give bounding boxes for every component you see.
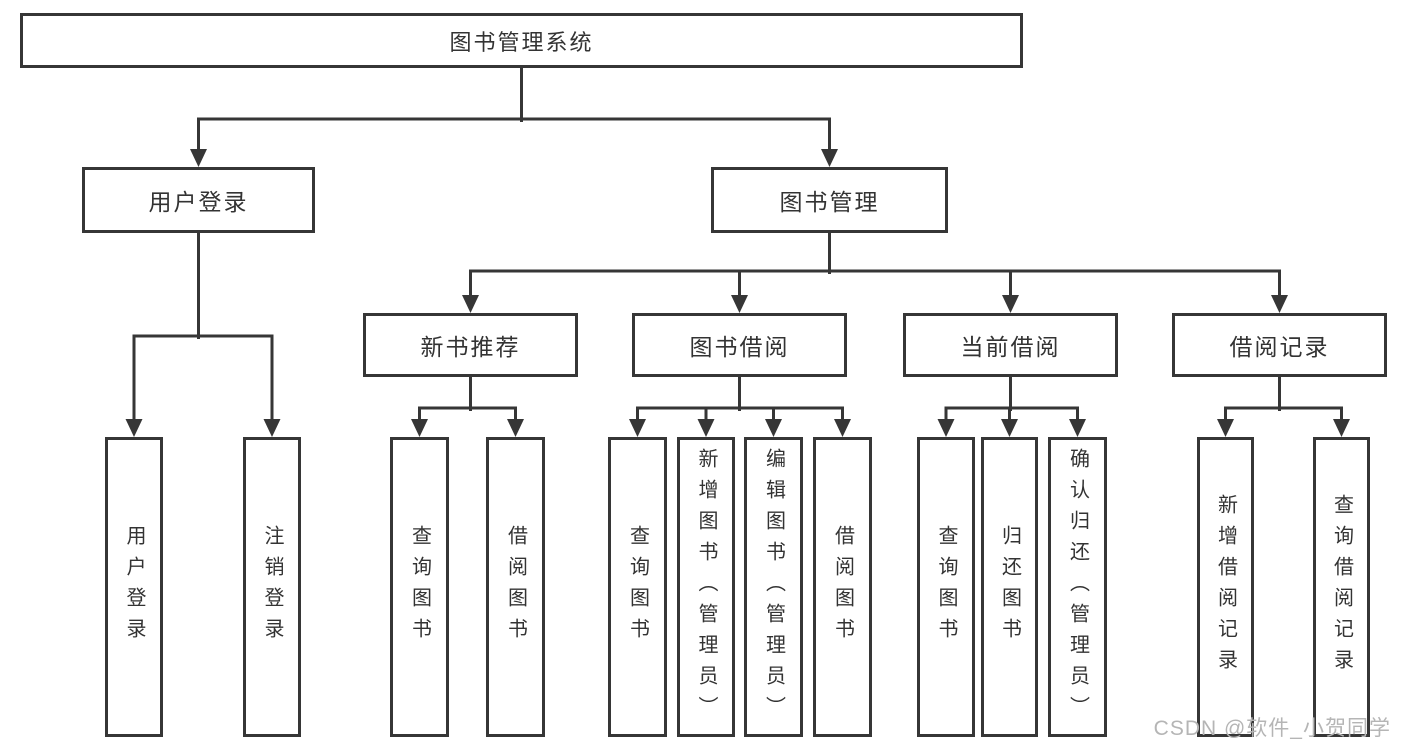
leaf-query-books-1-label: 查询图书	[408, 525, 431, 649]
node-book-management-label: 图书管理	[779, 189, 880, 215]
leaf-query-books-2-label: 查询图书	[626, 525, 649, 649]
leaf-add-books-admin-label: 新增图书（管理员）	[695, 447, 717, 727]
leaf-borrow-books-2-label: 借阅图书	[831, 525, 854, 649]
leaf-borrow-books-2: 借阅图书	[813, 437, 872, 737]
node-user-login: 用户登录	[82, 167, 315, 233]
leaf-query-borrow-record: 查询借阅记录	[1313, 437, 1370, 737]
leaf-query-books-3: 查询图书	[917, 437, 975, 737]
leaf-return-books: 归还图书	[981, 437, 1038, 737]
leaf-add-books-admin: 新增图书（管理员）	[677, 437, 735, 737]
leaf-query-books-1: 查询图书	[390, 437, 449, 737]
leaf-add-borrow-record: 新增借阅记录	[1197, 437, 1254, 737]
node-current-borrowing: 当前借阅	[903, 313, 1118, 377]
node-user-login-label: 用户登录	[148, 189, 249, 215]
leaf-confirm-return-admin: 确认归还（管理员）	[1048, 437, 1107, 737]
leaf-borrow-books-1: 借阅图书	[486, 437, 545, 737]
node-root-system: 图书管理系统	[20, 13, 1023, 68]
arrowheads	[125, 149, 1350, 437]
node-current-borrowing-label: 当前借阅	[960, 334, 1061, 360]
leaf-query-borrow-record-label: 查询借阅记录	[1330, 494, 1353, 680]
leaf-query-books-3-label: 查询图书	[935, 525, 957, 649]
leaf-logout-label: 注销登录	[261, 525, 283, 649]
leaf-add-borrow-record-label: 新增借阅记录	[1214, 494, 1237, 680]
leaf-logout: 注销登录	[243, 437, 301, 737]
node-root-label: 图书管理系统	[449, 29, 594, 55]
csdn-watermark: CSDN @软件_小贺同学	[1153, 717, 1391, 740]
node-borrowing-records: 借阅记录	[1172, 313, 1387, 377]
leaf-borrow-books-1-label: 借阅图书	[504, 525, 527, 649]
leaf-confirm-return-admin-label: 确认归还（管理员）	[1066, 447, 1089, 727]
node-book-management: 图书管理	[711, 167, 948, 233]
leaf-user-login-label: 用户登录	[123, 525, 145, 649]
node-new-book-recommend-label: 新书推荐	[420, 334, 521, 360]
node-borrowing-records-label: 借阅记录	[1229, 334, 1330, 360]
leaf-return-books-label: 归还图书	[998, 525, 1021, 649]
leaf-query-books-2: 查询图书	[608, 437, 667, 737]
node-new-book-recommend: 新书推荐	[363, 313, 578, 377]
node-book-borrowing: 图书借阅	[632, 313, 847, 377]
leaf-edit-books-admin: 编辑图书（管理员）	[744, 437, 803, 737]
leaf-edit-books-admin-label: 编辑图书（管理员）	[762, 447, 785, 727]
leaf-user-login: 用户登录	[105, 437, 163, 737]
node-book-borrowing-label: 图书借阅	[689, 334, 790, 360]
